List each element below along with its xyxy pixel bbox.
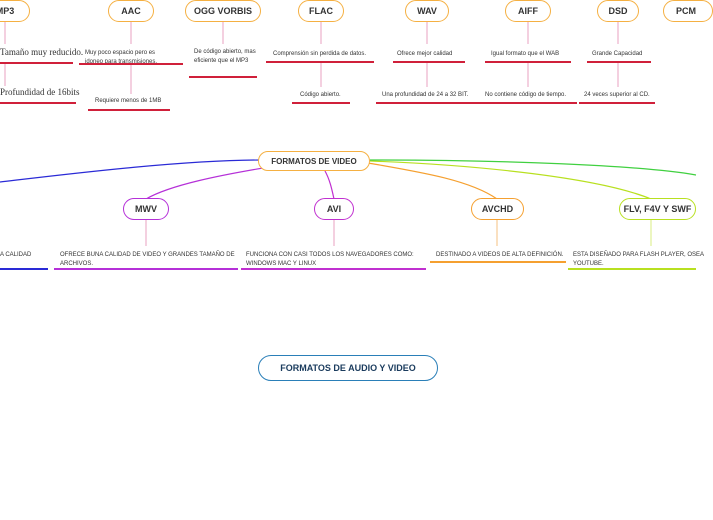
underline-dsd-1 (587, 61, 651, 63)
underline-aiff-2 (479, 102, 577, 104)
main-topic[interactable]: FORMATOS DE AUDIO Y VIDEO (258, 355, 438, 381)
node-wav[interactable]: WAV (405, 0, 449, 22)
node-ogg-vorbis[interactable]: OGG VORBIS (185, 0, 261, 22)
underline-mp3-2 (0, 102, 76, 104)
note-flac-open: Código abierto. (300, 92, 341, 98)
node-avchd[interactable]: AVCHD (471, 198, 524, 220)
note-mwv: OFRECE BUNA CALIDAD DE VIDEO Y GRANDES T… (60, 252, 235, 267)
underline-mwv (54, 268, 238, 270)
note-mp3-depth: Profundidad de 16bits (0, 87, 80, 97)
underline-ogg (189, 76, 257, 78)
node-video-formats[interactable]: FORMATOS DE VIDEO (258, 151, 370, 171)
underline-aiff-1 (485, 61, 571, 63)
connector-lines (0, 20, 697, 246)
underline-flv (568, 268, 696, 270)
node-mwv[interactable]: MWV (123, 198, 169, 220)
underline-mp3-1 (0, 62, 73, 64)
note-dsd-capacity: Grande Capacidad (592, 51, 643, 57)
note-dsd-superior: 24 veces superior al CD. (584, 92, 650, 98)
node-flac[interactable]: FLAC (298, 0, 344, 22)
note-mp3-size: Tamaño muy reducido. (0, 47, 84, 57)
note-ogg: De código abierto, mas eficiente que el … (194, 49, 256, 64)
node-dsd[interactable]: DSD (597, 0, 639, 22)
note-wav-depth: Una profundidad de 24 a 32 BIT. (382, 92, 469, 98)
underline-aac-1 (79, 63, 183, 65)
note-aiff-timecode: No contiene código de tiempo. (485, 92, 567, 98)
note-avchd: DESTINADO A VIDEOS DE ALTA DEFINICIÓN. (436, 252, 564, 258)
underline-partial-left (0, 268, 48, 270)
underline-wav-2 (376, 102, 479, 104)
node-avi[interactable]: AVI (314, 198, 354, 220)
note-aiff-format: Igual formato que el WAB (491, 51, 560, 57)
note-avi: FUNCIONA CON CASI TODOS LOS NAVEGADORES … (246, 252, 414, 267)
note-wav-quality: Ofrece mejor calidad (397, 51, 453, 57)
node-aac[interactable]: AAC (108, 0, 154, 22)
underline-aac-2 (88, 109, 170, 111)
note-flv: ESTA DISEÑADO PARA FLASH PLAYER, OSEA YO… (573, 252, 704, 267)
node-flv-f4v-swf[interactable]: FLV, F4V Y SWF (619, 198, 696, 220)
node-pcm[interactable]: PCM (663, 0, 713, 22)
underline-avchd (430, 261, 566, 263)
note-aac-size: Requiere menos de 1MB (95, 98, 162, 104)
underline-flac-1 (266, 61, 374, 63)
note-partial-left: A CALIDAD (0, 252, 32, 258)
underline-avi (241, 268, 426, 270)
note-flac-compression: Comprensión sin perdida de datos. (273, 51, 367, 57)
underline-wav-1 (393, 61, 465, 63)
node-aiff[interactable]: AIFF (505, 0, 551, 22)
note-aac-space: Muy poco espacio pero es idoneo para tra… (85, 50, 158, 65)
underline-dsd-2 (579, 102, 655, 104)
node-mp3[interactable]: MP3 (0, 0, 30, 22)
underline-flac-2 (292, 102, 350, 104)
